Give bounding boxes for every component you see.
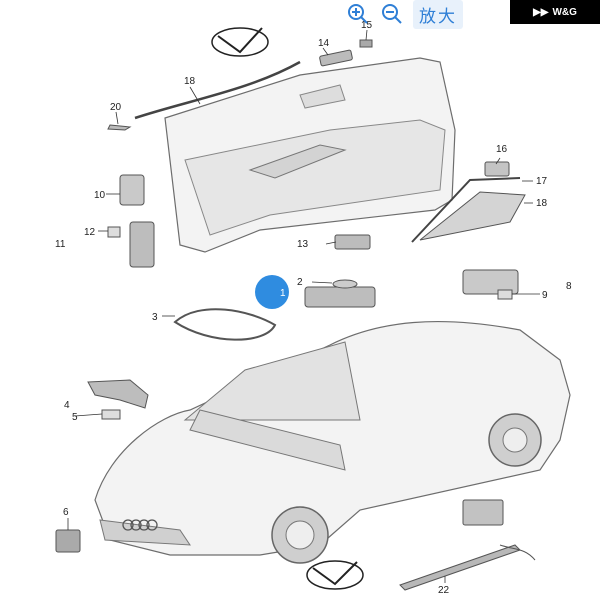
callout-17: 17: [536, 176, 548, 187]
part-15: [359, 39, 373, 48]
part-14: [319, 49, 353, 67]
door-trim-panel: [164, 57, 456, 253]
callout-5: 5: [72, 412, 78, 423]
callout-2: 2: [297, 277, 303, 288]
callout-9: 9: [542, 290, 548, 301]
part-2: [332, 279, 358, 289]
callout-13: 13: [297, 239, 309, 250]
callout-20: 18: [184, 76, 196, 87]
zoom-toggle-button[interactable]: 放大: [413, 0, 463, 29]
leader-lines: [67, 29, 540, 583]
callout-14: 14: [318, 38, 330, 49]
zoom-in-button[interactable]: [345, 1, 371, 27]
callout-21: 20: [110, 102, 122, 113]
bottom-logo-icon: [306, 560, 364, 590]
top-logo-icon: [211, 27, 269, 57]
part-17: [411, 177, 521, 243]
callout-22: 22: [438, 585, 450, 596]
brand-mark-icon: ▶▶: [533, 6, 549, 18]
callout-10: 10: [94, 190, 106, 201]
callout-15: 15: [361, 20, 373, 31]
part-21: [107, 124, 132, 131]
part-11: [129, 221, 155, 268]
brand-badge: ▶▶ W&G: [510, 0, 600, 24]
callout-11: 11: [55, 239, 66, 250]
callout-18: 18: [536, 198, 548, 209]
part-4: [87, 379, 149, 409]
callout-16: 16: [496, 144, 508, 155]
zoom-out-button[interactable]: [379, 1, 405, 27]
zoom-in-icon: [348, 4, 368, 24]
part-20-rail: [134, 60, 301, 120]
callout-3: 3: [152, 312, 158, 323]
part-22: [399, 544, 521, 591]
viewer-toolbar: 放大: [345, 0, 463, 29]
part-5: [101, 409, 121, 420]
part-6: [55, 529, 81, 553]
part-22-wire: [499, 544, 536, 561]
brand-name: W&G: [552, 6, 577, 18]
part-8: [462, 269, 519, 295]
part-12: [107, 226, 121, 238]
callout-12: 12: [84, 227, 96, 238]
callout-labels: 18 20 14 15 10 11 12 13 16 17 18 1 2 3 4…: [55, 20, 572, 596]
part-9: [497, 289, 513, 300]
car-body: [94, 321, 571, 564]
part-rear-module: [462, 499, 504, 526]
part-1: [304, 286, 376, 308]
part-18: [419, 191, 526, 241]
callout-8: 8: [566, 281, 572, 292]
part-3: [173, 308, 277, 341]
part-13: [334, 234, 371, 250]
part-10: [119, 174, 145, 206]
callout-4: 4: [64, 400, 70, 411]
part-16: [484, 161, 510, 177]
zoom-out-icon: [382, 4, 402, 24]
callout-6: 6: [63, 507, 69, 518]
selected-part-marker[interactable]: [255, 275, 289, 309]
callout-1: 1: [280, 288, 286, 299]
